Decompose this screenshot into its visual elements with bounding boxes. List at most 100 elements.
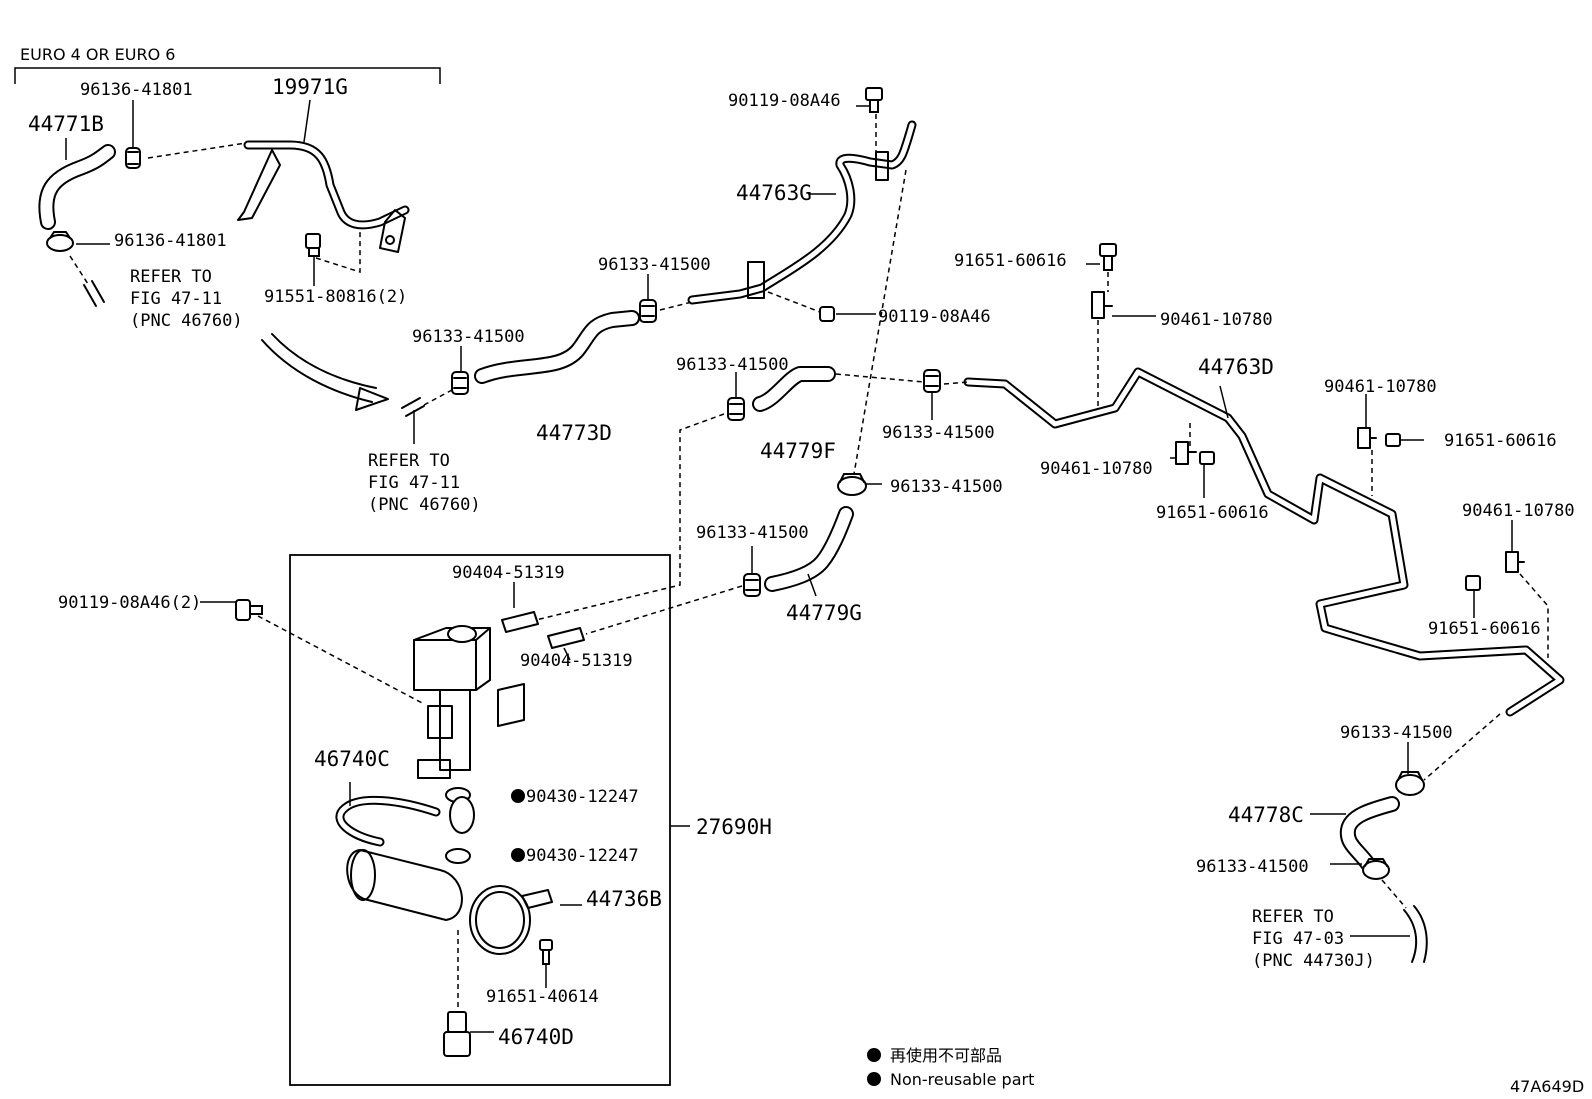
label-90119-top: 90119-08A46 xyxy=(728,91,841,111)
label-96133-d: 96133-41500 xyxy=(882,423,995,443)
leader-lines xyxy=(65,99,1513,1033)
clamp-96136-mid xyxy=(46,231,74,252)
legend: 再使用不可部品 Non-reusable part xyxy=(867,1046,1034,1089)
ref2-line2: FIG 47-11 xyxy=(368,473,460,493)
label-90430-a: 90430-12247 xyxy=(526,787,639,807)
label-44779g: 44779G xyxy=(786,601,862,625)
ref1-line3: (PNC 46760) xyxy=(130,311,243,331)
vsv-valve xyxy=(413,625,525,779)
clip-90461-top xyxy=(1091,291,1113,319)
label-96133-h: 96133-41500 xyxy=(1196,857,1309,877)
clamp-96133-e xyxy=(837,473,867,496)
label-91651-top: 91651-60616 xyxy=(954,251,1067,271)
legend-bullet-en xyxy=(867,1072,881,1086)
clamp-96133-d xyxy=(923,369,941,393)
clip-90461-r2 xyxy=(1505,551,1525,573)
ref2-line1: REFER TO xyxy=(368,451,450,471)
pipe-44763g xyxy=(687,120,917,305)
reference-note-1: REFER TO FIG 47-11 (PNC 46760) xyxy=(130,267,243,331)
pipe-stub-ref2 xyxy=(401,397,425,417)
variant-header: EURO 4 OR EURO 6 xyxy=(14,45,441,84)
label-91651-r1: 91651-60616 xyxy=(1444,431,1557,451)
label-90430-b: 90430-12247 xyxy=(526,846,639,866)
clamp-96133-f xyxy=(743,573,761,597)
non-reusable-mark-a xyxy=(511,789,525,803)
hose-44779f xyxy=(752,366,836,412)
assembly-box-27690h xyxy=(289,554,690,1086)
diagram-code: 47A649D xyxy=(1510,1077,1584,1096)
ref1-line1: REFER TO xyxy=(130,267,212,287)
label-91551: 91551-80816(2) xyxy=(264,287,407,307)
fitting-90404-b xyxy=(547,627,585,649)
fitting-90404-a xyxy=(501,611,539,633)
band-44736b xyxy=(469,885,553,955)
bolt-91651-40614 xyxy=(539,939,553,965)
label-44779f: 44779F xyxy=(760,439,836,463)
variant-label: EURO 4 OR EURO 6 xyxy=(20,45,175,64)
ref3-line1: REFER TO xyxy=(1252,907,1334,927)
bolt-46740d xyxy=(443,1011,471,1057)
pipe-end-ref1 xyxy=(83,280,105,307)
reference-note-3: REFER TO FIG 47-03 (PNC 44730J) xyxy=(1252,907,1375,971)
label-90119-left: 90119-08A46(2) xyxy=(58,593,201,613)
pipe-stub-ref3 xyxy=(1403,905,1428,963)
label-90119-mid: 90119-08A46 xyxy=(878,307,991,327)
bolt-90119-mid xyxy=(819,306,835,322)
ref1-line2: FIG 47-11 xyxy=(130,289,222,309)
label-96133-e: 96133-41500 xyxy=(890,477,1003,497)
clamp-96133-b xyxy=(451,371,469,395)
label-90461-r1: 90461-10780 xyxy=(1324,377,1437,397)
label-91651-r2: 91651-60616 xyxy=(1428,619,1541,639)
reference-note-2: REFER TO FIG 47-11 (PNC 46760) xyxy=(368,410,481,515)
label-90461-top: 90461-10780 xyxy=(1160,310,1273,330)
connection-lines xyxy=(69,114,1549,1010)
clamp-96136-top xyxy=(125,147,141,169)
ref3-line3: (PNC 44730J) xyxy=(1252,951,1375,971)
label-96136-mid: 96136-41801 xyxy=(114,231,227,251)
label-44736b: 44736B xyxy=(586,887,662,911)
bolt-91551 xyxy=(305,233,321,257)
bolt-91651-r1 xyxy=(1385,433,1401,447)
bolt-90119-top xyxy=(865,87,883,113)
bolt-91651-top xyxy=(1099,243,1117,271)
bolt-91651-r2 xyxy=(1465,575,1481,591)
ref3-line2: FIG 47-03 xyxy=(1252,929,1344,949)
label-91651-40614: 91651-40614 xyxy=(486,987,599,1007)
direction-arrow xyxy=(261,333,389,411)
label-96133-b: 96133-41500 xyxy=(412,327,525,347)
label-44778c: 44778C xyxy=(1228,803,1304,827)
label-19971g: 19971G xyxy=(272,75,348,99)
label-90461-r2: 90461-10780 xyxy=(1462,501,1575,521)
label-44763g: 44763G xyxy=(736,181,812,205)
clip-90461-mid xyxy=(1175,441,1197,465)
bolt-90119-left xyxy=(235,599,263,621)
label-96133-g: 96133-41500 xyxy=(1340,723,1453,743)
label-96133-a: 96133-41500 xyxy=(598,255,711,275)
label-44771b: 44771B xyxy=(28,112,104,136)
clamp-96133-g xyxy=(1395,771,1425,796)
hose-44778c xyxy=(1339,796,1400,872)
bolt-91651-mid xyxy=(1199,451,1215,465)
gasket-90430-b xyxy=(445,848,525,864)
clip-90461-r1 xyxy=(1357,427,1377,449)
legend-bullet-jp xyxy=(867,1048,881,1062)
legend-en: Non-reusable part xyxy=(890,1070,1034,1089)
label-46740d: 46740D xyxy=(498,1025,574,1049)
hose-44773d xyxy=(474,310,640,384)
label-90461-mid: 90461-10780 xyxy=(1040,459,1153,479)
pipe-44763d xyxy=(963,367,1565,717)
hose-44771b xyxy=(38,144,116,230)
label-44763d: 44763D xyxy=(1198,355,1274,379)
label-46740c: 46740C xyxy=(314,747,390,771)
pipe-19971g xyxy=(237,140,410,253)
clamp-96133-a xyxy=(639,299,657,323)
label-91651-mid: 91651-60616 xyxy=(1156,503,1269,523)
label-90404-b: 90404-51319 xyxy=(520,651,633,671)
label-90404-a: 90404-51319 xyxy=(452,563,565,583)
clamp-96133-h xyxy=(1362,858,1390,880)
part-labels: 44771B 96136-41801 19971G 96136-41801 91… xyxy=(28,75,1575,1049)
label-96136-top: 96136-41801 xyxy=(80,80,193,100)
legend-jp: 再使用不可部品 xyxy=(890,1046,1002,1065)
label-44773d: 44773D xyxy=(536,421,612,445)
